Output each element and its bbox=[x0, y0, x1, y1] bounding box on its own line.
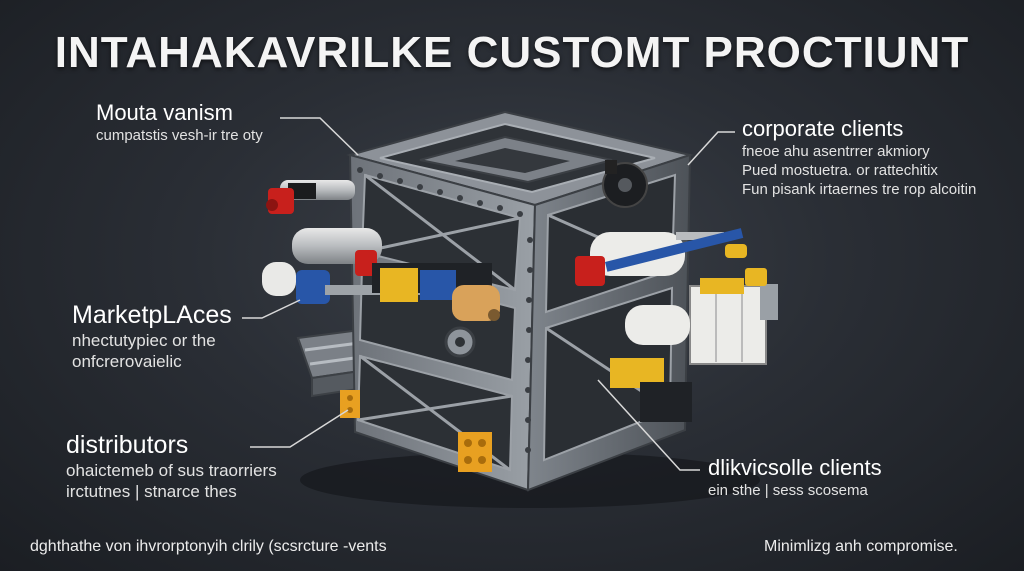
label-bottom-right-line1: ein sthe | sess scosema bbox=[708, 482, 868, 499]
label-mid-left-line1: nhectutypiec or the bbox=[72, 331, 216, 350]
orange-brick-left bbox=[340, 390, 360, 418]
red-actuator-left bbox=[266, 180, 355, 214]
label-top-left-heading: Mouta vanism bbox=[96, 100, 233, 125]
label-bottom-left-line2: irctutnes | stnarce thes bbox=[66, 482, 237, 501]
label-bottom-right-heading: dlikvicsolle clients bbox=[708, 455, 882, 480]
label-top-left: Mouta vanism cumpatstis vesh-ir tre oty bbox=[96, 100, 316, 145]
label-top-right: corporate clients fneoe ahu asentrrer ak… bbox=[742, 116, 1012, 199]
cylinder-mid-left bbox=[292, 228, 382, 276]
label-top-right-heading: corporate clients bbox=[742, 116, 904, 141]
frame-front bbox=[348, 153, 537, 492]
white-module-right bbox=[689, 268, 778, 365]
label-mid-left-heading: MarketpLAces bbox=[72, 301, 232, 329]
black-gear bbox=[602, 160, 648, 208]
label-top-right-line1: fneoe ahu asentrrer akmiory bbox=[742, 143, 930, 160]
label-bottom-left-line1: ohaictemeb of sus traorriers bbox=[66, 461, 277, 480]
white-cylinder-lower-right bbox=[625, 305, 690, 345]
orange-brick-right bbox=[458, 432, 492, 472]
yellow-orange-block bbox=[372, 263, 500, 321]
leader-lines bbox=[242, 117, 735, 471]
frame-studs bbox=[357, 167, 533, 453]
label-bottom-right: dlikvicsolle clients ein sthe | sess sco… bbox=[708, 455, 968, 500]
label-bottom-left: distributors ohaictemeb of sus traorrier… bbox=[66, 430, 296, 502]
footer-right-text: Minimlizg anh compromise. bbox=[764, 538, 958, 555]
label-top-right-line2: Pued mostuetra. or rattechitix bbox=[742, 162, 938, 179]
footer-left-text: dghthathe von ihvrorptonyih clrily (scsr… bbox=[30, 538, 387, 555]
label-top-right-line3: Fun pisank irtaernes tre rop alcoitin bbox=[742, 181, 977, 198]
label-bottom-left-heading: distributors bbox=[66, 431, 189, 459]
grey-wheel bbox=[444, 326, 476, 358]
label-top-left-line1: cumpatstis vesh-ir tre oty bbox=[96, 127, 263, 144]
blue-rod-right bbox=[605, 228, 747, 272]
label-mid-left-line2: onfcrerovaielic bbox=[72, 352, 182, 371]
yellow-block-lower bbox=[610, 358, 692, 422]
label-mid-left: MarketpLAces nhectutypiec or the onfcrer… bbox=[72, 300, 272, 372]
page-title: INTAHAKAVRILKE CUSTOMT PROCTIUNT bbox=[54, 28, 970, 77]
